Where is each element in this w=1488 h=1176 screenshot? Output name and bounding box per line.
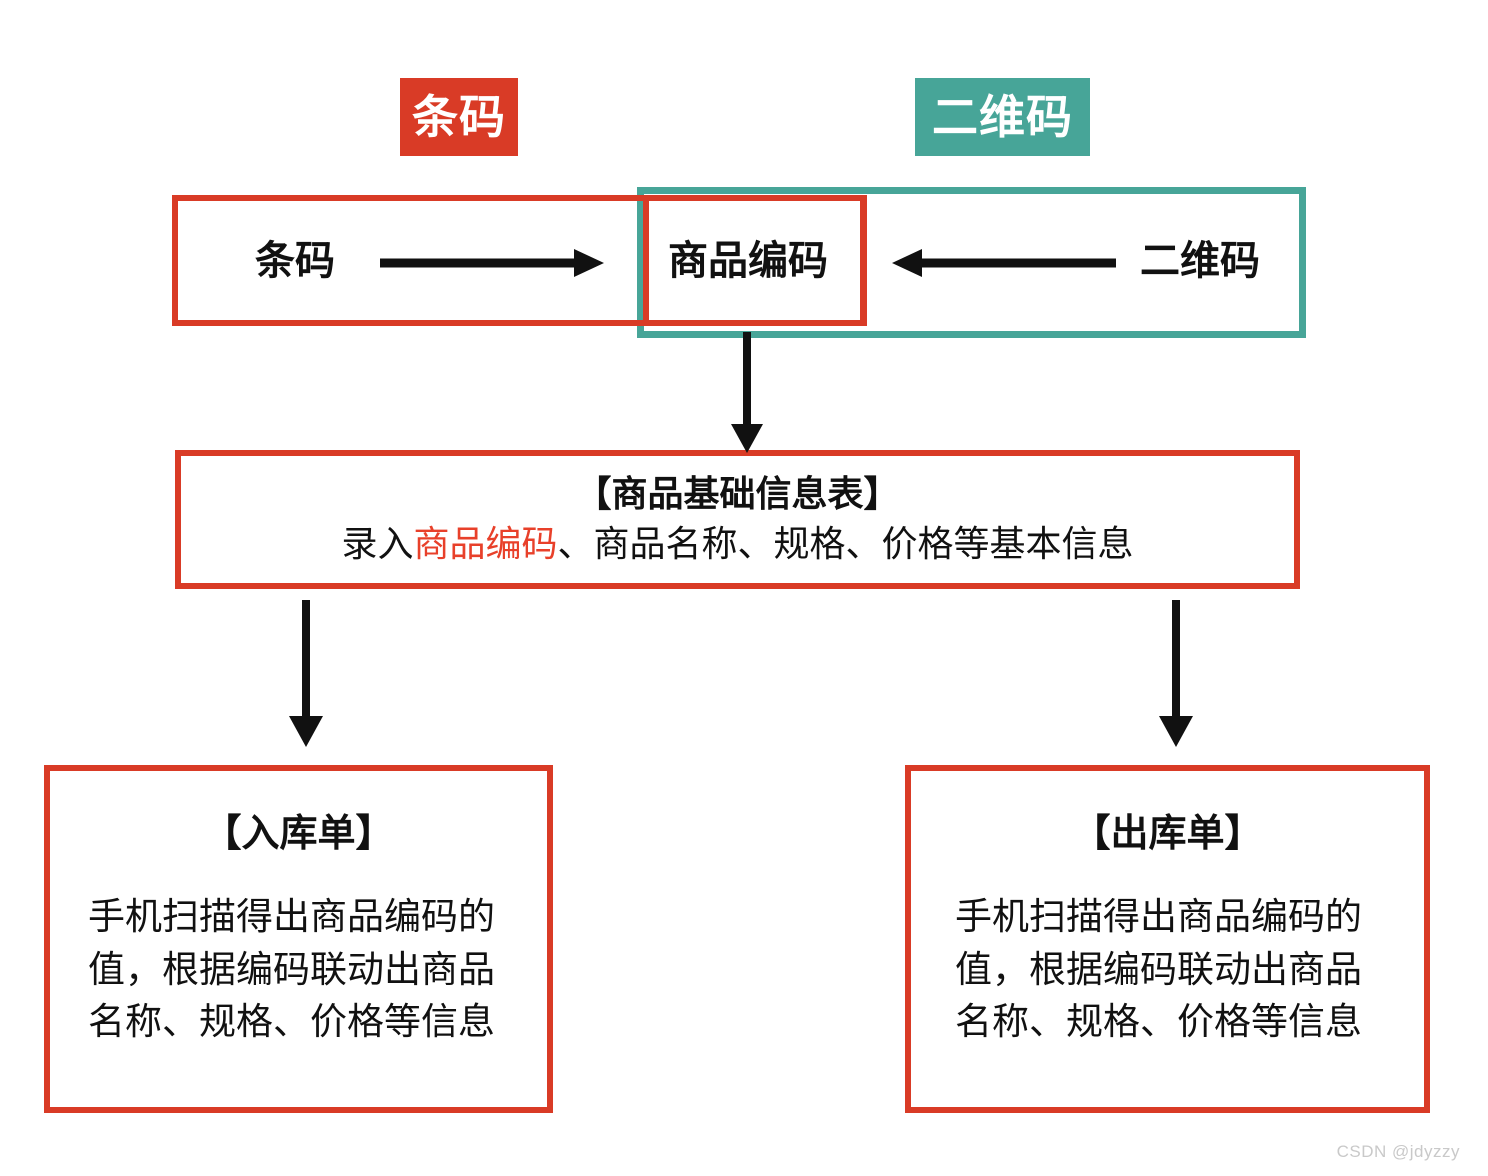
inbound-order-line: 手机扫描得出商品编码的 [88,896,495,937]
arrow-right-icon [380,249,604,277]
outbound-order-box: 【出库单】 手机扫描得出商品编码的 值，根据编码联动出商品 名称、规格、价格等信… [905,765,1430,1113]
product-base-info-body: 录入商品编码、商品名称、规格、价格等基本信息 [341,521,1133,566]
product-base-info-body-suffix: 、商品名称、规格、价格等基本信息 [557,522,1134,564]
inbound-order-box: 【入库单】 手机扫描得出商品编码的 值，根据编码联动出商品 名称、规格、价格等信… [44,765,553,1113]
arrow-down-icon-main [731,332,763,453]
row1-barcode-label: 条码 [255,239,335,283]
qrcode-group-box [637,187,1306,338]
inbound-order-line: 值，根据编码联动出商品 [88,948,495,990]
arrow-down-icon-outbound [1159,600,1193,747]
product-base-info-title: 【商品基础信息表】 [575,473,900,515]
legend-chip-qrcode-label: 二维码 [932,91,1073,143]
outbound-order-title: 【出库单】 [1072,813,1263,855]
inbound-order-title: 【入库单】 [203,813,394,855]
product-base-info-body-highlight: 商品编码 [413,522,558,564]
inbound-order-body: 手机扫描得出商品编码的 值，根据编码联动出商品 名称、规格、价格等信息 [80,891,517,1049]
outbound-order-line: 名称、规格、价格等信息 [955,1001,1362,1043]
legend-chip-barcode: 条码 [400,78,518,156]
product-base-info-box: 【商品基础信息表】 录入商品编码、商品名称、规格、价格等基本信息 [175,450,1300,589]
row1-product-code-label: 商品编码 [668,239,828,283]
watermark: CSDN @jdyzzy [1336,1142,1460,1161]
row1-qrcode-label: 二维码 [1140,239,1260,283]
product-code-box [643,195,867,326]
arrow-left-icon [892,249,1116,277]
outbound-order-line: 手机扫描得出商品编码的 [955,896,1362,937]
inbound-order-line: 名称、规格、价格等信息 [88,1001,495,1043]
legend-chip-barcode-label: 条码 [412,91,506,143]
arrow-down-icon-inbound [289,600,323,747]
outbound-order-body: 手机扫描得出商品编码的 值，根据编码联动出商品 名称、规格、价格等信息 [941,891,1394,1049]
product-base-info-body-prefix: 录入 [341,522,414,564]
outbound-order-line: 值，根据编码联动出商品 [955,948,1362,990]
legend-chip-qrcode: 二维码 [915,78,1090,156]
